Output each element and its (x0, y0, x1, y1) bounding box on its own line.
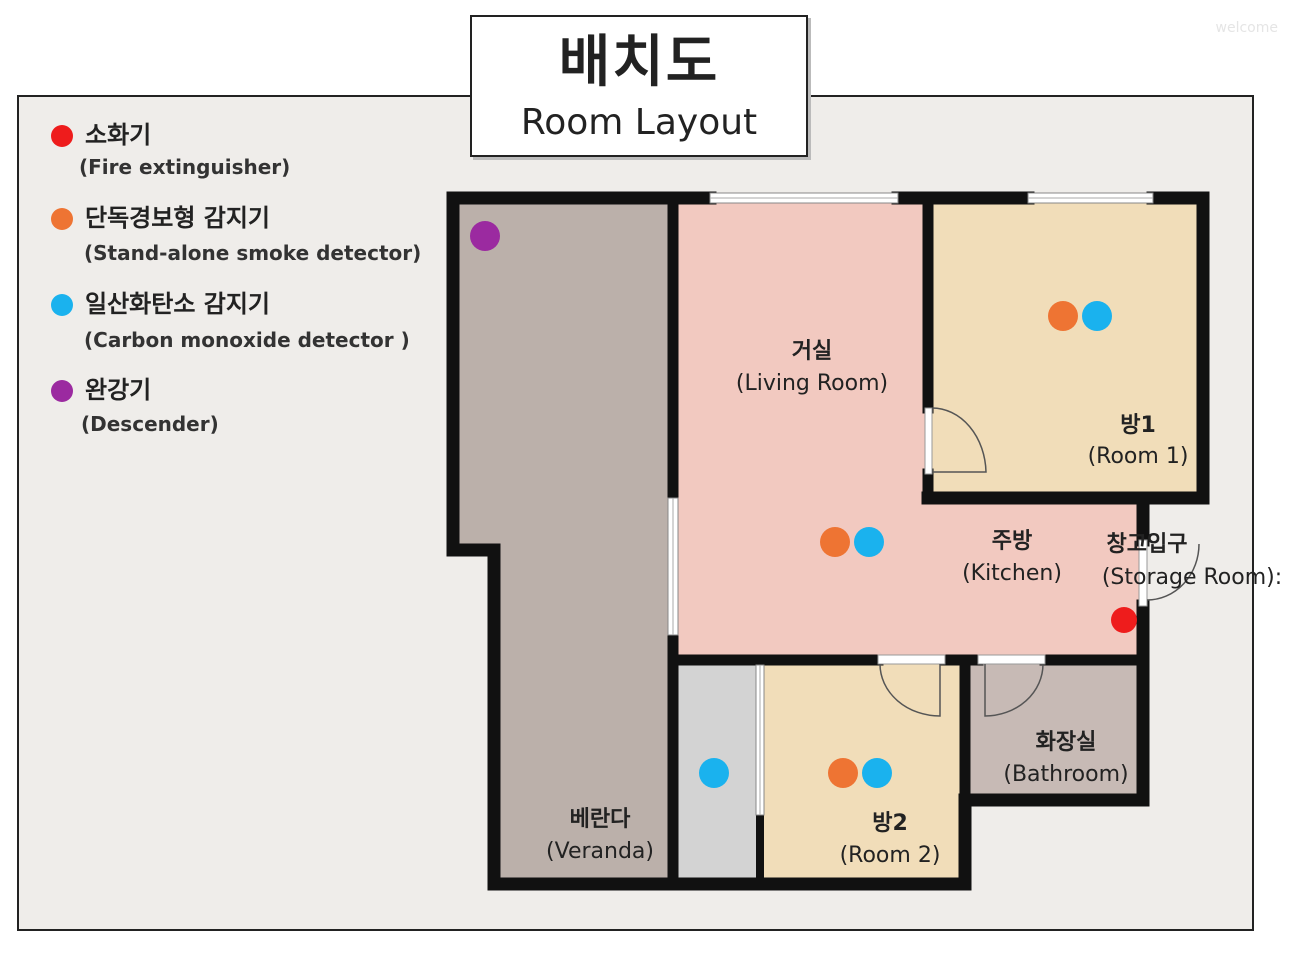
door-swing (984, 663, 1044, 717)
title-korean: 배치도 (558, 30, 720, 95)
room-label-korean: 베란다 (570, 807, 631, 832)
room-label-korean: 방2 (872, 811, 908, 836)
door-swing (1146, 543, 1200, 601)
room-label-english: (Room 2) (840, 843, 941, 868)
room-label-english: (Bathroom) (1003, 762, 1128, 787)
room-label-english: (Kitchen) (962, 561, 1062, 586)
door-swing (931, 407, 987, 473)
room-label-korean: 창고입구 (1107, 532, 1188, 557)
room-label-english: (Veranda) (546, 839, 654, 864)
room-label-english: (Living Room) (736, 371, 888, 396)
walls (446, 191, 1210, 891)
fire-extinguisher-marker (1111, 607, 1137, 633)
safety-markers (470, 221, 1137, 788)
room-labels: 거실 (Living Room) 방1 (Room 1) 주방 (Kitchen… (546, 339, 1282, 868)
veranda-area (455, 200, 670, 885)
living-kitchen-area (675, 200, 1142, 660)
bathroom-area (965, 660, 1142, 800)
door-leaf (1138, 539, 1148, 607)
legend-label-korean: 소화기 (85, 121, 152, 149)
legend-label-english: (Descender) (81, 412, 219, 436)
room-label-english: (Room 1) (1088, 444, 1189, 469)
co-detector-marker (862, 758, 892, 788)
room-label-korean: 거실 (792, 339, 832, 364)
legend-label-english: (Fire extinguisher) (79, 155, 291, 179)
co-detector-marker (1082, 301, 1112, 331)
door-leaf (877, 654, 946, 665)
descender-legend-dot (51, 380, 73, 402)
door-swing (879, 663, 941, 717)
legend-label-korean: 일산화탄소 감지기 (85, 290, 270, 318)
co-detector-marker (854, 527, 884, 557)
room-label-korean: 화장실 (1036, 730, 1097, 755)
room-label-english: (Storage Room): (1102, 565, 1282, 590)
smoke-detector-marker (1048, 301, 1078, 331)
descender-marker (470, 221, 500, 251)
room-label-korean: 방1 (1120, 413, 1156, 438)
room1-area (930, 200, 1202, 498)
legend-label-korean: 단독경보형 감지기 (85, 204, 270, 232)
smoke-detector-legend-dot (51, 208, 73, 230)
room-label-korean: 주방 (992, 529, 1032, 554)
doors (877, 407, 1200, 717)
fire-extinguisher-legend-dot (51, 125, 73, 147)
title-box: 배치도 Room Layout (470, 15, 808, 157)
door-leaf (977, 654, 1046, 665)
legend-label-english: (Carbon monoxide detector ) (84, 328, 410, 352)
smoke-detector-marker (820, 527, 850, 557)
legend-label-korean: 완강기 (85, 376, 152, 404)
watermark: welcome (1215, 20, 1278, 36)
co-detector-marker (699, 758, 729, 788)
title-english: Room Layout (520, 102, 758, 143)
co-detector-legend-dot (51, 294, 73, 316)
smoke-detector-marker (828, 758, 858, 788)
door-leaf (924, 407, 933, 475)
legend-label-english: (Stand-alone smoke detector) (84, 241, 422, 265)
